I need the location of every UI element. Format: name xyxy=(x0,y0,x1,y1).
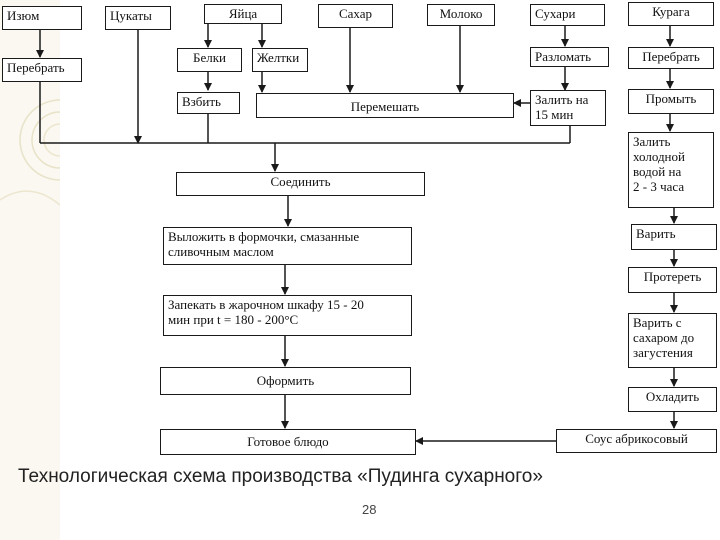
soak-box: Залить холодной водой на 2 - 3 часа xyxy=(628,132,714,208)
apricot-sauce-box: Соус абрикосовый xyxy=(556,429,717,453)
candied-fruit-box: Цукаты xyxy=(105,6,171,30)
sugar-box: Сахар xyxy=(318,4,393,28)
break-box: Разломать xyxy=(530,47,609,67)
bake-box: Запекать в жарочном шкафу 15 - 20 мин пр… xyxy=(163,295,412,336)
cool-box: Охладить xyxy=(628,387,717,412)
wash-box: Промыть xyxy=(628,89,714,114)
milk-box: Молоко xyxy=(427,4,495,26)
dried-apricots-box: Курага xyxy=(628,2,714,26)
page-number: 28 xyxy=(362,502,377,517)
egg-yolks-box: Желтки xyxy=(252,48,308,72)
decorate-box: Оформить xyxy=(160,367,411,395)
finished-dish-box: Готовое блюдо xyxy=(160,429,416,455)
boil-box: Варить xyxy=(631,224,717,250)
whip-box: Взбить xyxy=(177,92,240,114)
mold-box: Выложить в формочки, смазанные сливочным… xyxy=(163,227,412,265)
combine-box: Соединить xyxy=(176,172,425,196)
sort-apricots-box: Перебрать xyxy=(628,47,714,69)
crackers-box: Сухари xyxy=(530,4,605,26)
mix-box: Перемешать xyxy=(256,93,514,118)
diagram-caption: Технологическая схема производства «Пуди… xyxy=(18,466,543,487)
egg-whites-box: Белки xyxy=(177,48,242,72)
raisins-box: Изюм xyxy=(2,6,82,30)
rub-box: Протереть xyxy=(628,267,717,293)
decorative-background-curves xyxy=(0,0,60,540)
sort-raisins-box: Перебрать xyxy=(2,58,82,82)
eggs-box: Яйца xyxy=(204,4,282,24)
pour-box: Залить на 15 мин xyxy=(530,90,606,126)
boil-with-sugar-box: Варить с сахаром до загустения xyxy=(628,313,717,368)
